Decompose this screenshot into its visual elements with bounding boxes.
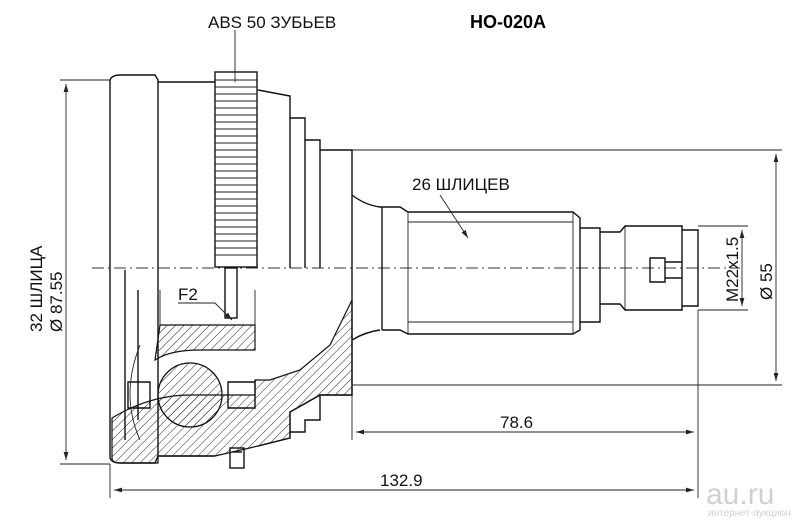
section-hatch <box>111 270 353 464</box>
dim-outer-diameter <box>60 79 110 465</box>
dim-thread <box>698 225 748 311</box>
thread-label: M22x1.5 <box>723 237 742 302</box>
total-length-value: 132.9 <box>380 471 423 490</box>
splines-leader <box>439 194 469 239</box>
f2-label: F2 <box>178 285 198 304</box>
f2-leader-2 <box>214 302 233 321</box>
part-number: HO-020A <box>470 12 546 32</box>
inner-splines-label: 32 ШЛИЦА <box>27 245 46 332</box>
outer-diameter-label: Ø 87.55 <box>47 272 66 333</box>
dim-seal-diameter <box>352 149 782 386</box>
dim-total-length <box>109 440 699 498</box>
watermark-logo: au.ru <box>706 478 774 511</box>
spline-shaft <box>381 206 699 335</box>
outer-splines-label: 26 ШЛИЦЕВ <box>412 175 510 194</box>
watermark-subtext: интернет-аукцион <box>708 508 791 519</box>
abs-label: ABS 50 ЗУБЬЕВ <box>208 13 336 32</box>
shaft-length-value: 78.6 <box>500 413 533 432</box>
dim-shaft-length <box>351 310 699 440</box>
seal-diameter-label: Ø 55 <box>757 263 776 300</box>
abs-ring <box>214 71 258 469</box>
